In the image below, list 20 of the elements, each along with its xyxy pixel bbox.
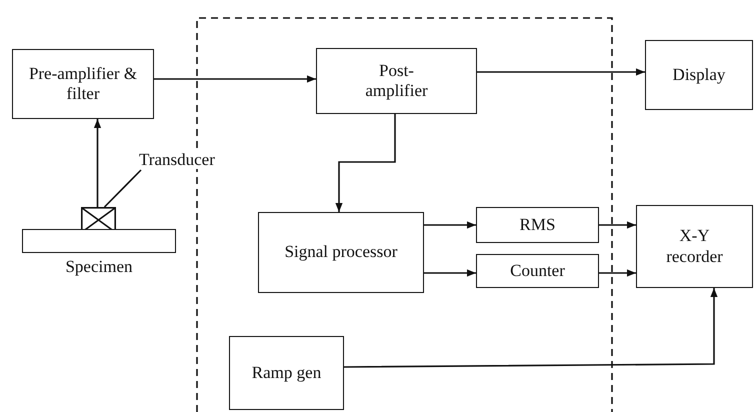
process-box: RMS bbox=[476, 207, 599, 243]
leader-line bbox=[104, 169, 142, 208]
process-box: Counter bbox=[476, 254, 599, 288]
process-box: Display bbox=[645, 40, 753, 110]
process-box: Pre-amplifier & filter bbox=[12, 49, 154, 119]
arrow bbox=[477, 68, 645, 76]
arrow bbox=[599, 221, 636, 229]
arrow bbox=[599, 269, 636, 277]
arrow bbox=[154, 75, 316, 83]
process-box: X-Y recorder bbox=[636, 205, 753, 288]
process-box: Post- amplifier bbox=[316, 48, 477, 114]
process-box: Signal processor bbox=[258, 212, 424, 293]
arrow bbox=[94, 119, 102, 207]
arrow bbox=[335, 114, 396, 212]
transducer-label: Transducer bbox=[138, 150, 216, 169]
specimen-label: Specimen bbox=[65, 257, 133, 276]
process-box: Ramp gen bbox=[229, 336, 344, 410]
arrow bbox=[424, 269, 476, 277]
arrow bbox=[344, 288, 718, 368]
arrow bbox=[424, 221, 476, 229]
